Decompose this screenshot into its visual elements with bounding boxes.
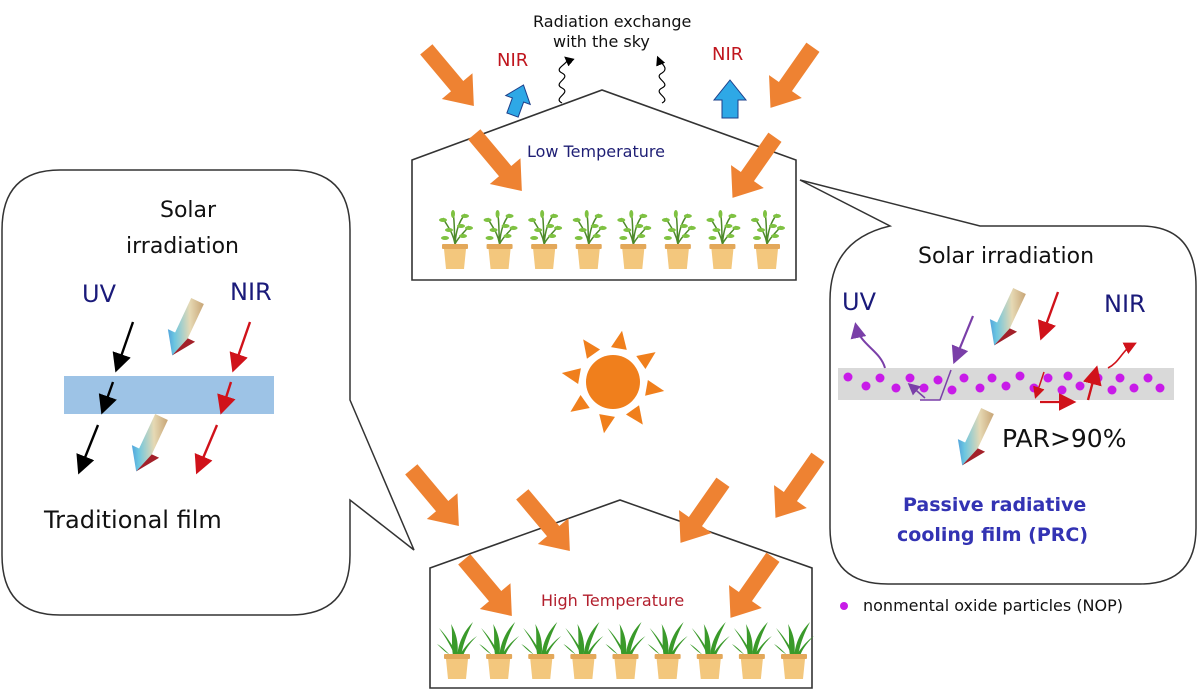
sun-ray bbox=[636, 352, 656, 370]
top-greenhouse bbox=[410, 35, 830, 281]
uv-incoming-ray bbox=[951, 315, 975, 365]
uv-reflect-ray bbox=[850, 322, 886, 369]
high-temperature-label: High Temperature bbox=[541, 591, 685, 610]
nir-ray bbox=[194, 424, 219, 475]
nop-particle bbox=[947, 385, 957, 395]
nir-label-left: NIR bbox=[497, 50, 529, 71]
prc-caption-line2: cooling film (PRC) bbox=[897, 524, 1089, 546]
nop-particle bbox=[975, 383, 985, 393]
legend-particle-dot bbox=[840, 602, 848, 610]
traditional-film-layer bbox=[64, 376, 274, 414]
uv-scatter-ray bbox=[910, 369, 952, 401]
sun-ray bbox=[570, 394, 590, 412]
nop-particle bbox=[861, 381, 871, 391]
nop-particle bbox=[1075, 381, 1085, 391]
right-uv-label: UV bbox=[842, 288, 876, 316]
traditional-film-caption: Traditional film bbox=[44, 506, 222, 534]
nop-particle bbox=[1129, 383, 1139, 393]
uv-ray bbox=[76, 424, 100, 475]
nir-ray bbox=[229, 321, 252, 373]
nir-emit-ray bbox=[1107, 342, 1137, 369]
solar-ray-arrow bbox=[759, 445, 835, 530]
sky-exchange-label-line2: with the sky bbox=[553, 32, 650, 51]
prc-caption-line1: Passive radiative bbox=[903, 494, 1087, 516]
low-temperature-label: Low Temperature bbox=[527, 142, 665, 161]
par-label: PAR>90% bbox=[1002, 424, 1127, 453]
sun-ray bbox=[645, 380, 665, 396]
right-solar-title: Solar irradiation bbox=[918, 244, 1095, 269]
nop-particle bbox=[959, 373, 969, 383]
nir-scatter-ray bbox=[1033, 371, 1045, 399]
bottom-greenhouse bbox=[395, 445, 835, 689]
nop-particle bbox=[1143, 373, 1153, 383]
radiation-wave-icon bbox=[558, 56, 575, 104]
nop-particle bbox=[933, 375, 943, 385]
left-solar-title-line1: Solar bbox=[160, 198, 217, 223]
nop-particle bbox=[919, 383, 929, 393]
sun-ray bbox=[625, 405, 643, 425]
nop-particle bbox=[1115, 373, 1125, 383]
nop-particle bbox=[1001, 381, 1011, 391]
uv-ray bbox=[98, 381, 117, 415]
nir-scatter-ray bbox=[1083, 365, 1102, 401]
nir-up-arrow bbox=[504, 84, 532, 118]
nir-incoming-ray bbox=[1037, 291, 1060, 341]
solar-ray-arrow bbox=[410, 36, 490, 119]
sun-ray bbox=[583, 339, 601, 359]
right-nir-label: NIR bbox=[1104, 290, 1146, 318]
sun-icon bbox=[561, 330, 665, 434]
legend-particle-label: nonmental oxide particles (NOP) bbox=[863, 596, 1124, 615]
nop-particle bbox=[843, 372, 853, 382]
nop-particle bbox=[891, 383, 901, 393]
radiation-wave-icon bbox=[656, 55, 666, 104]
solar-ray-arrow bbox=[754, 35, 830, 120]
uv-ray bbox=[112, 321, 135, 373]
sun-ray bbox=[599, 414, 615, 434]
left-nir-label: NIR bbox=[230, 278, 272, 306]
nop-particle bbox=[1015, 371, 1025, 381]
sky-exchange-label-line1: Radiation exchange bbox=[533, 12, 692, 31]
nop-particle bbox=[1063, 371, 1073, 381]
nop-particle bbox=[987, 373, 997, 383]
left-solar-title-line2: irradiation bbox=[126, 234, 239, 259]
nop-particle bbox=[875, 373, 885, 383]
nir-label-right: NIR bbox=[712, 44, 744, 65]
nop-particle bbox=[1107, 385, 1117, 395]
sun-ray bbox=[561, 368, 581, 384]
nop-particle bbox=[905, 373, 915, 383]
sun-ray bbox=[611, 330, 627, 350]
nop-particle bbox=[1043, 373, 1053, 383]
nop-particle bbox=[1155, 383, 1165, 393]
nir-up-arrow bbox=[712, 79, 748, 119]
solar-ray-arrow bbox=[395, 456, 475, 539]
left-uv-label: UV bbox=[82, 280, 116, 308]
nir-ray bbox=[217, 381, 236, 415]
nop-particle bbox=[1057, 385, 1067, 395]
